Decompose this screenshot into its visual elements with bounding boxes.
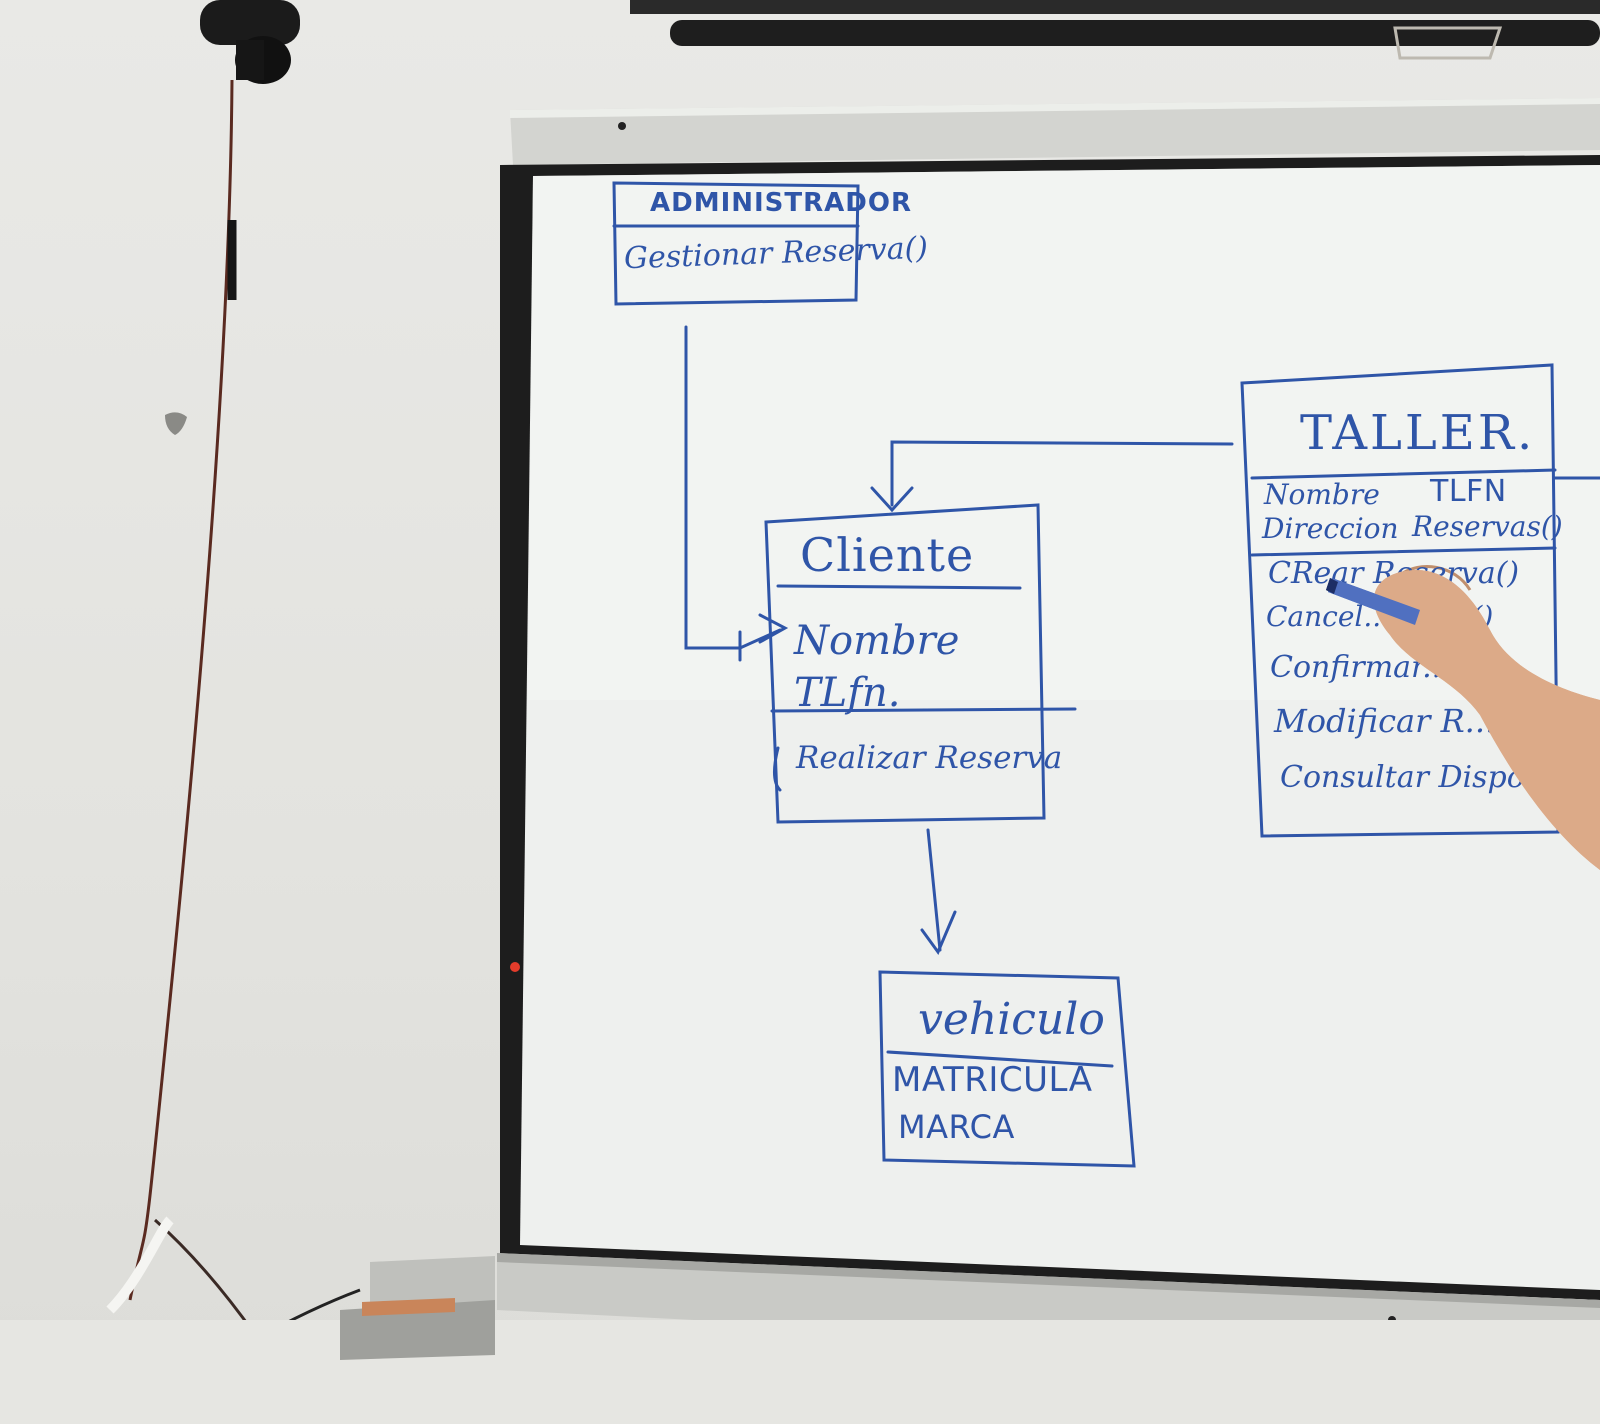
- taller-title: TALLER.: [1300, 405, 1536, 461]
- taller-method-cancelar: Cancel... ...ver(): [1266, 600, 1494, 633]
- taller-attribute-reservas: Reservas(): [1412, 510, 1563, 543]
- arrow-taller-to-cliente: [890, 440, 1234, 507]
- administrador-box: [612, 181, 860, 306]
- taller-method-consultar-disponibilidad: Consultar Dispon...: [1280, 760, 1573, 795]
- taller-method-modificar: Modificar R... (): [1274, 702, 1531, 740]
- vehiculo-box: [878, 970, 1136, 1168]
- taller-attribute-nombre: Nombre: [1264, 478, 1380, 511]
- administrador-title: ADMINISTRADOR: [650, 188, 912, 218]
- taller-attribute-direccion: Direccion: [1262, 512, 1399, 545]
- camera-icon: [200, 0, 300, 84]
- taller-method-crear-reserva: CRear Reserva(): [1268, 556, 1520, 591]
- vehiculo-title: vehiculo: [918, 994, 1105, 1045]
- cliente-title: Cliente: [800, 528, 975, 582]
- vehiculo-attribute-matricula: MATRICULA: [892, 1060, 1093, 1100]
- vehiculo-attribute-marca: MARCA: [898, 1108, 1015, 1146]
- taller-method-confirmar: Confirmar...: [1270, 650, 1451, 685]
- cliente-attribute-nombre: Nombre: [794, 618, 960, 664]
- cliente-box: [764, 503, 1077, 824]
- taller-attribute-tlfn: TLFN: [1430, 474, 1507, 509]
- cliente-method-realizar-reserva: Realizar Reserva: [796, 740, 1063, 776]
- wall-cable-icon: [128, 79, 234, 1301]
- arrow-admin-to-cliente: [684, 325, 782, 650]
- arrow-cliente-to-vehiculo: [926, 828, 942, 952]
- eraser-tray-icon: [340, 1256, 495, 1360]
- cliente-attribute-tlfn: TLfn.: [794, 670, 901, 716]
